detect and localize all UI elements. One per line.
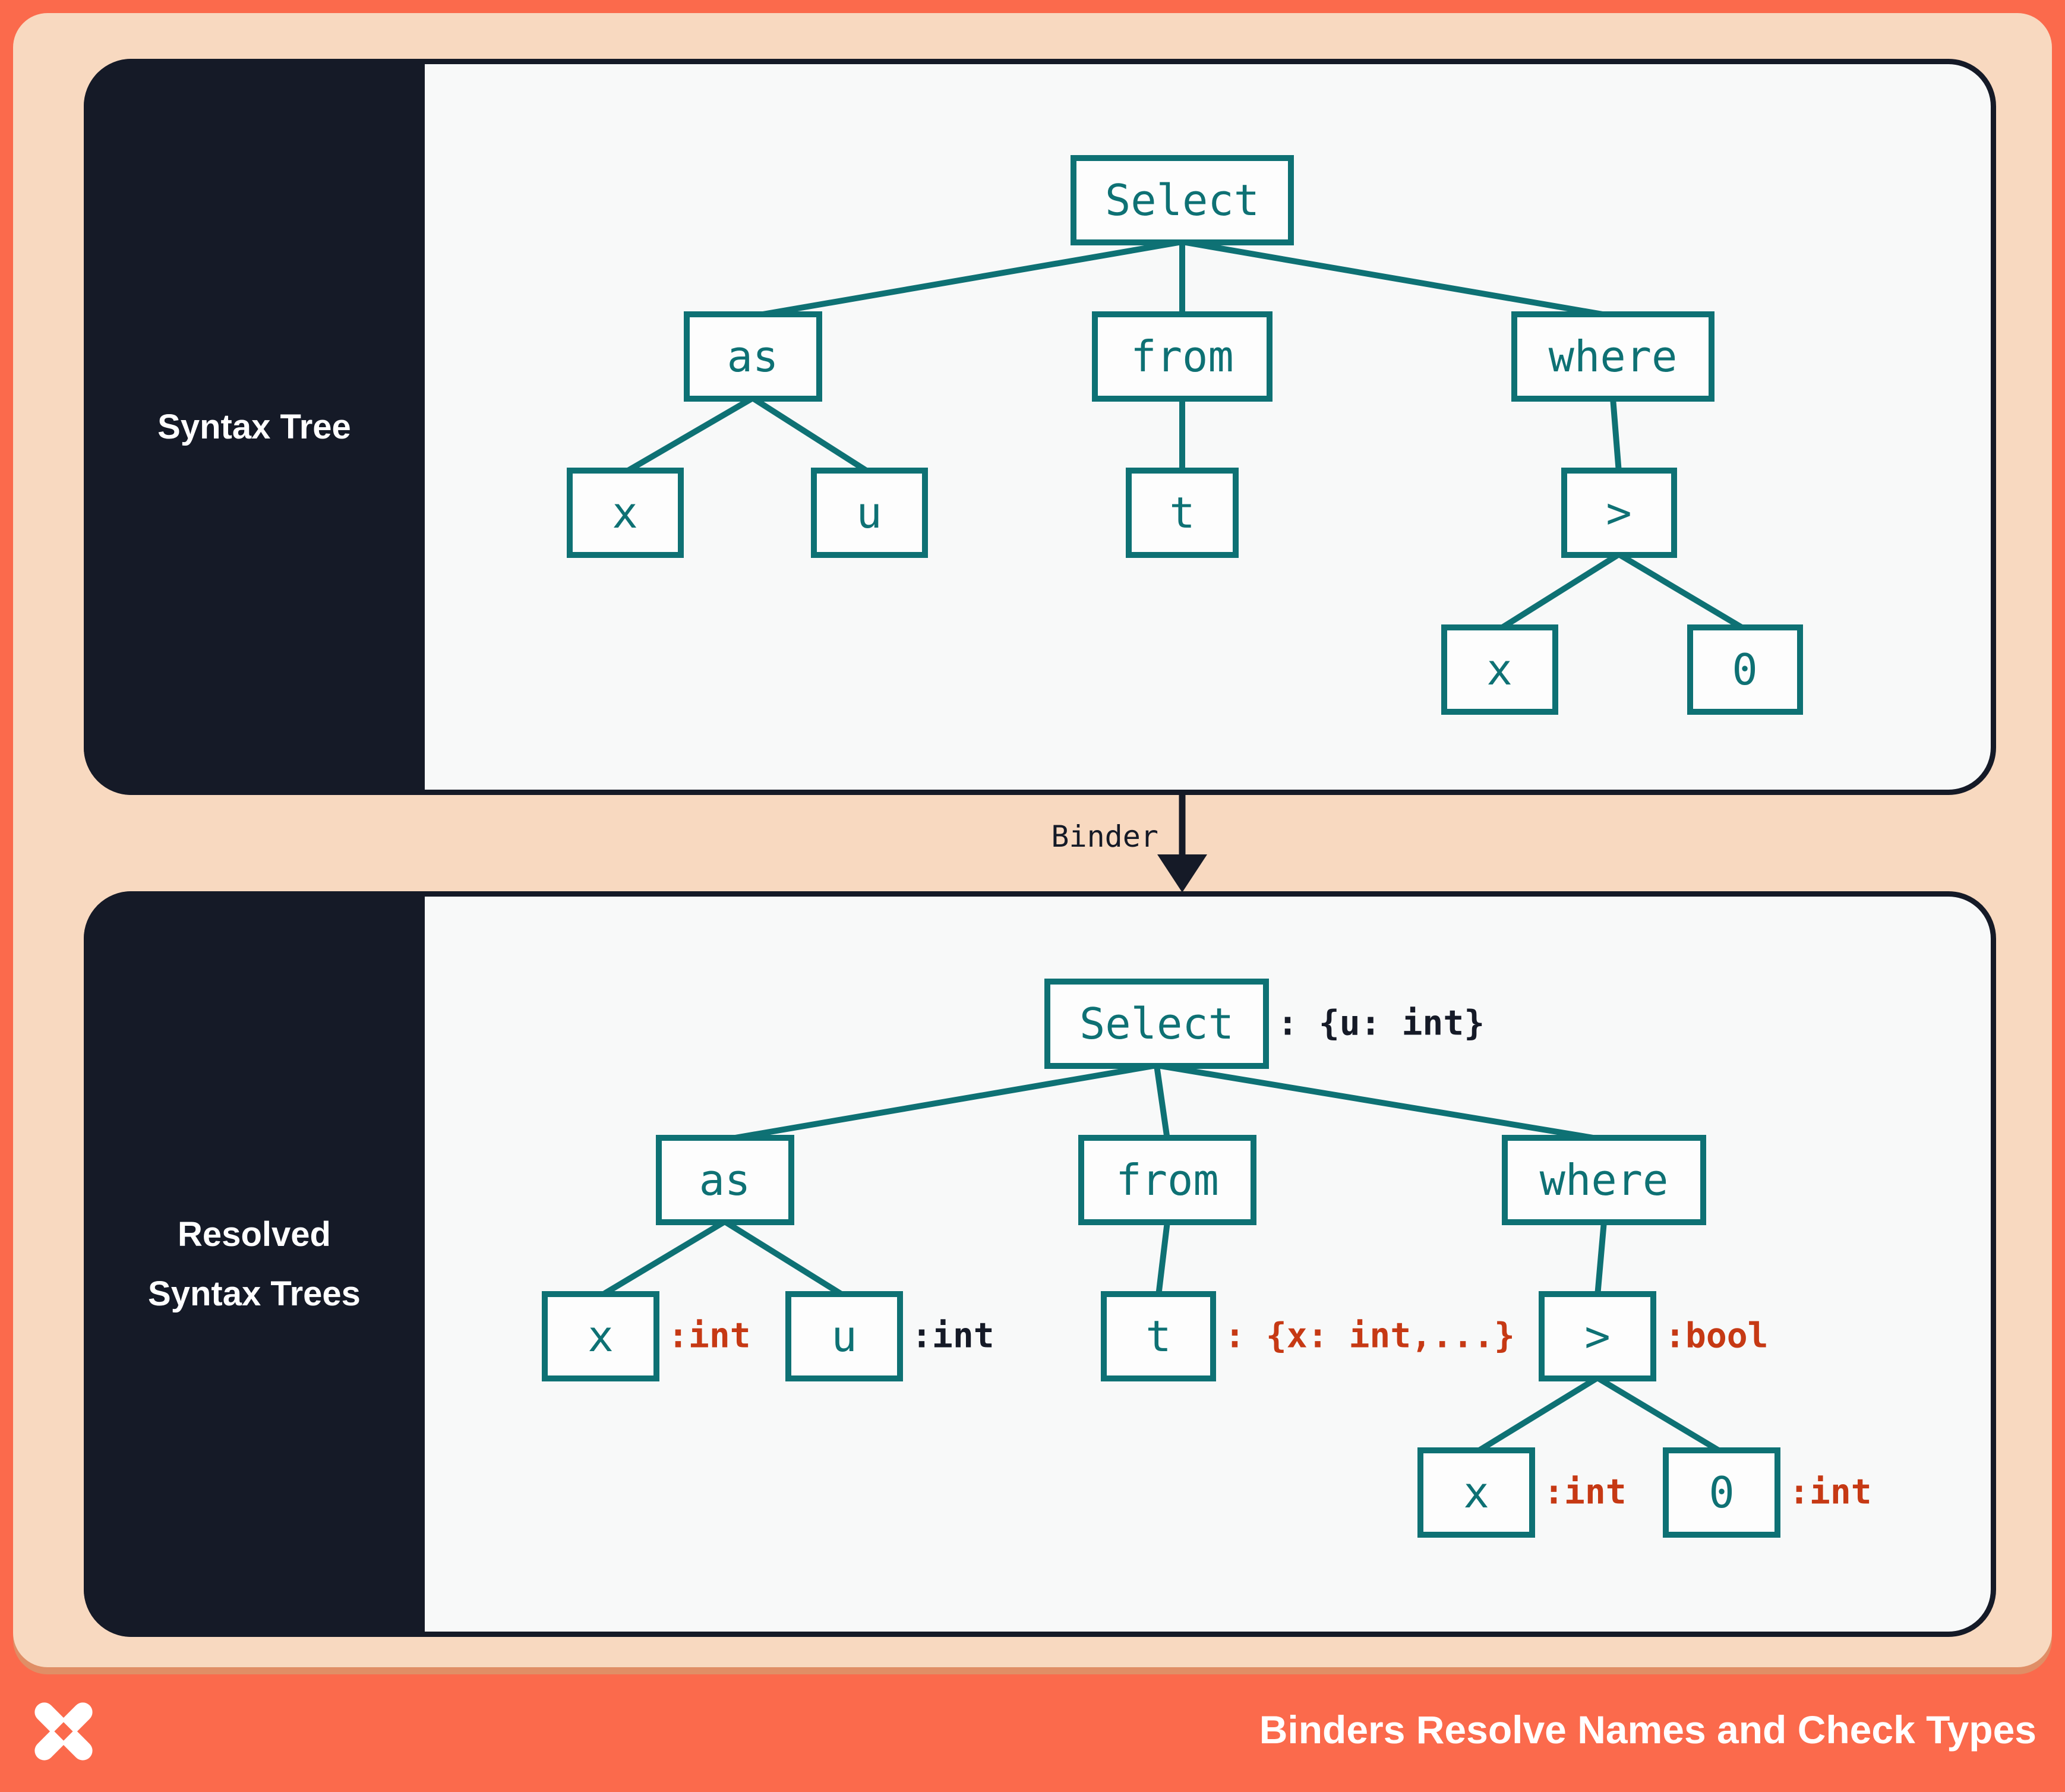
resolved-title-line-2: Syntax Trees	[148, 1274, 361, 1313]
brand-star-icon	[34, 1702, 93, 1761]
resolved-syntax-trees-label-panel: Resolved Syntax Trees	[84, 891, 425, 1637]
resolved-syntax-trees-card: Resolved Syntax Trees	[84, 891, 1996, 1637]
syntax-tree-card: Syntax Tree	[84, 59, 1996, 795]
syntax-tree-label-panel: Syntax Tree	[84, 59, 425, 795]
resolved-title-line-1: Resolved	[178, 1214, 331, 1254]
binder-arrow-label: Binder	[1051, 819, 1158, 854]
syntax-tree-title: Syntax Tree	[157, 407, 351, 446]
resolved-syntax-trees-title: Resolved Syntax Trees	[148, 1205, 361, 1324]
footer-title: Binders Resolve Names and Check Types	[1259, 1708, 2036, 1752]
